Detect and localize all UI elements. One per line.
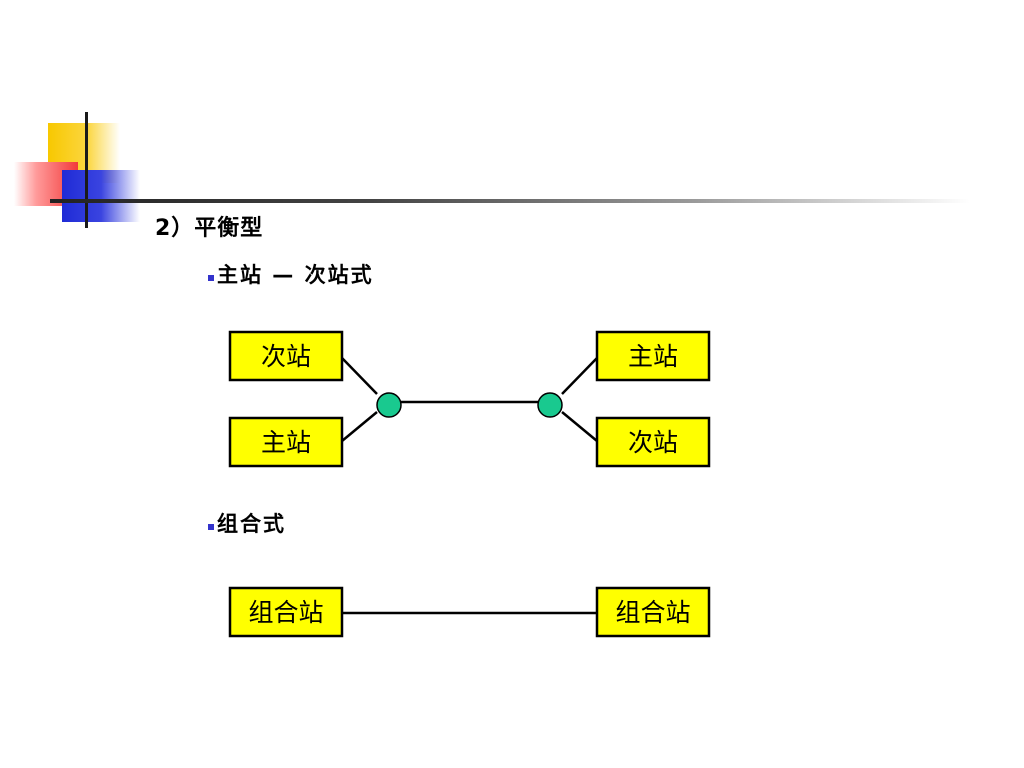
station-box-left-top: 次站	[228, 330, 344, 382]
square-bullet-icon	[208, 275, 214, 281]
decor-horizontal-rule	[50, 199, 970, 203]
bullet-label: 组合式	[217, 512, 286, 536]
station-box-right-bottom: 次站	[595, 416, 711, 468]
decor-blue-square	[62, 170, 140, 222]
square-bullet-icon	[208, 524, 214, 530]
station-label: 组合站	[615, 598, 690, 627]
combined-station-box-right: 组合站	[595, 586, 711, 638]
bullet-label: 主站 — 次站式	[217, 263, 374, 287]
junction-node-right	[537, 392, 563, 418]
station-box-right-top: 主站	[595, 330, 711, 382]
station-label: 主站	[628, 342, 678, 371]
station-label: 次站	[628, 428, 678, 457]
link-right-top	[561, 357, 598, 395]
slide-heading: 2）平衡型	[155, 216, 264, 241]
link-left-bottom	[341, 411, 378, 442]
station-label: 组合站	[248, 598, 323, 627]
bullet-item-primary-secondary: 主站 — 次站式	[208, 259, 374, 289]
link-left-top	[341, 357, 378, 395]
station-box-left-bottom: 主站	[228, 416, 344, 468]
decor-vertical-line	[85, 112, 88, 228]
junction-node-left	[376, 392, 402, 418]
station-label: 主站	[261, 428, 311, 457]
station-label: 次站	[261, 342, 311, 371]
combined-station-box-left: 组合站	[228, 586, 344, 638]
bullet-item-combined: 组合式	[208, 508, 286, 538]
link-right-bottom	[561, 411, 598, 442]
